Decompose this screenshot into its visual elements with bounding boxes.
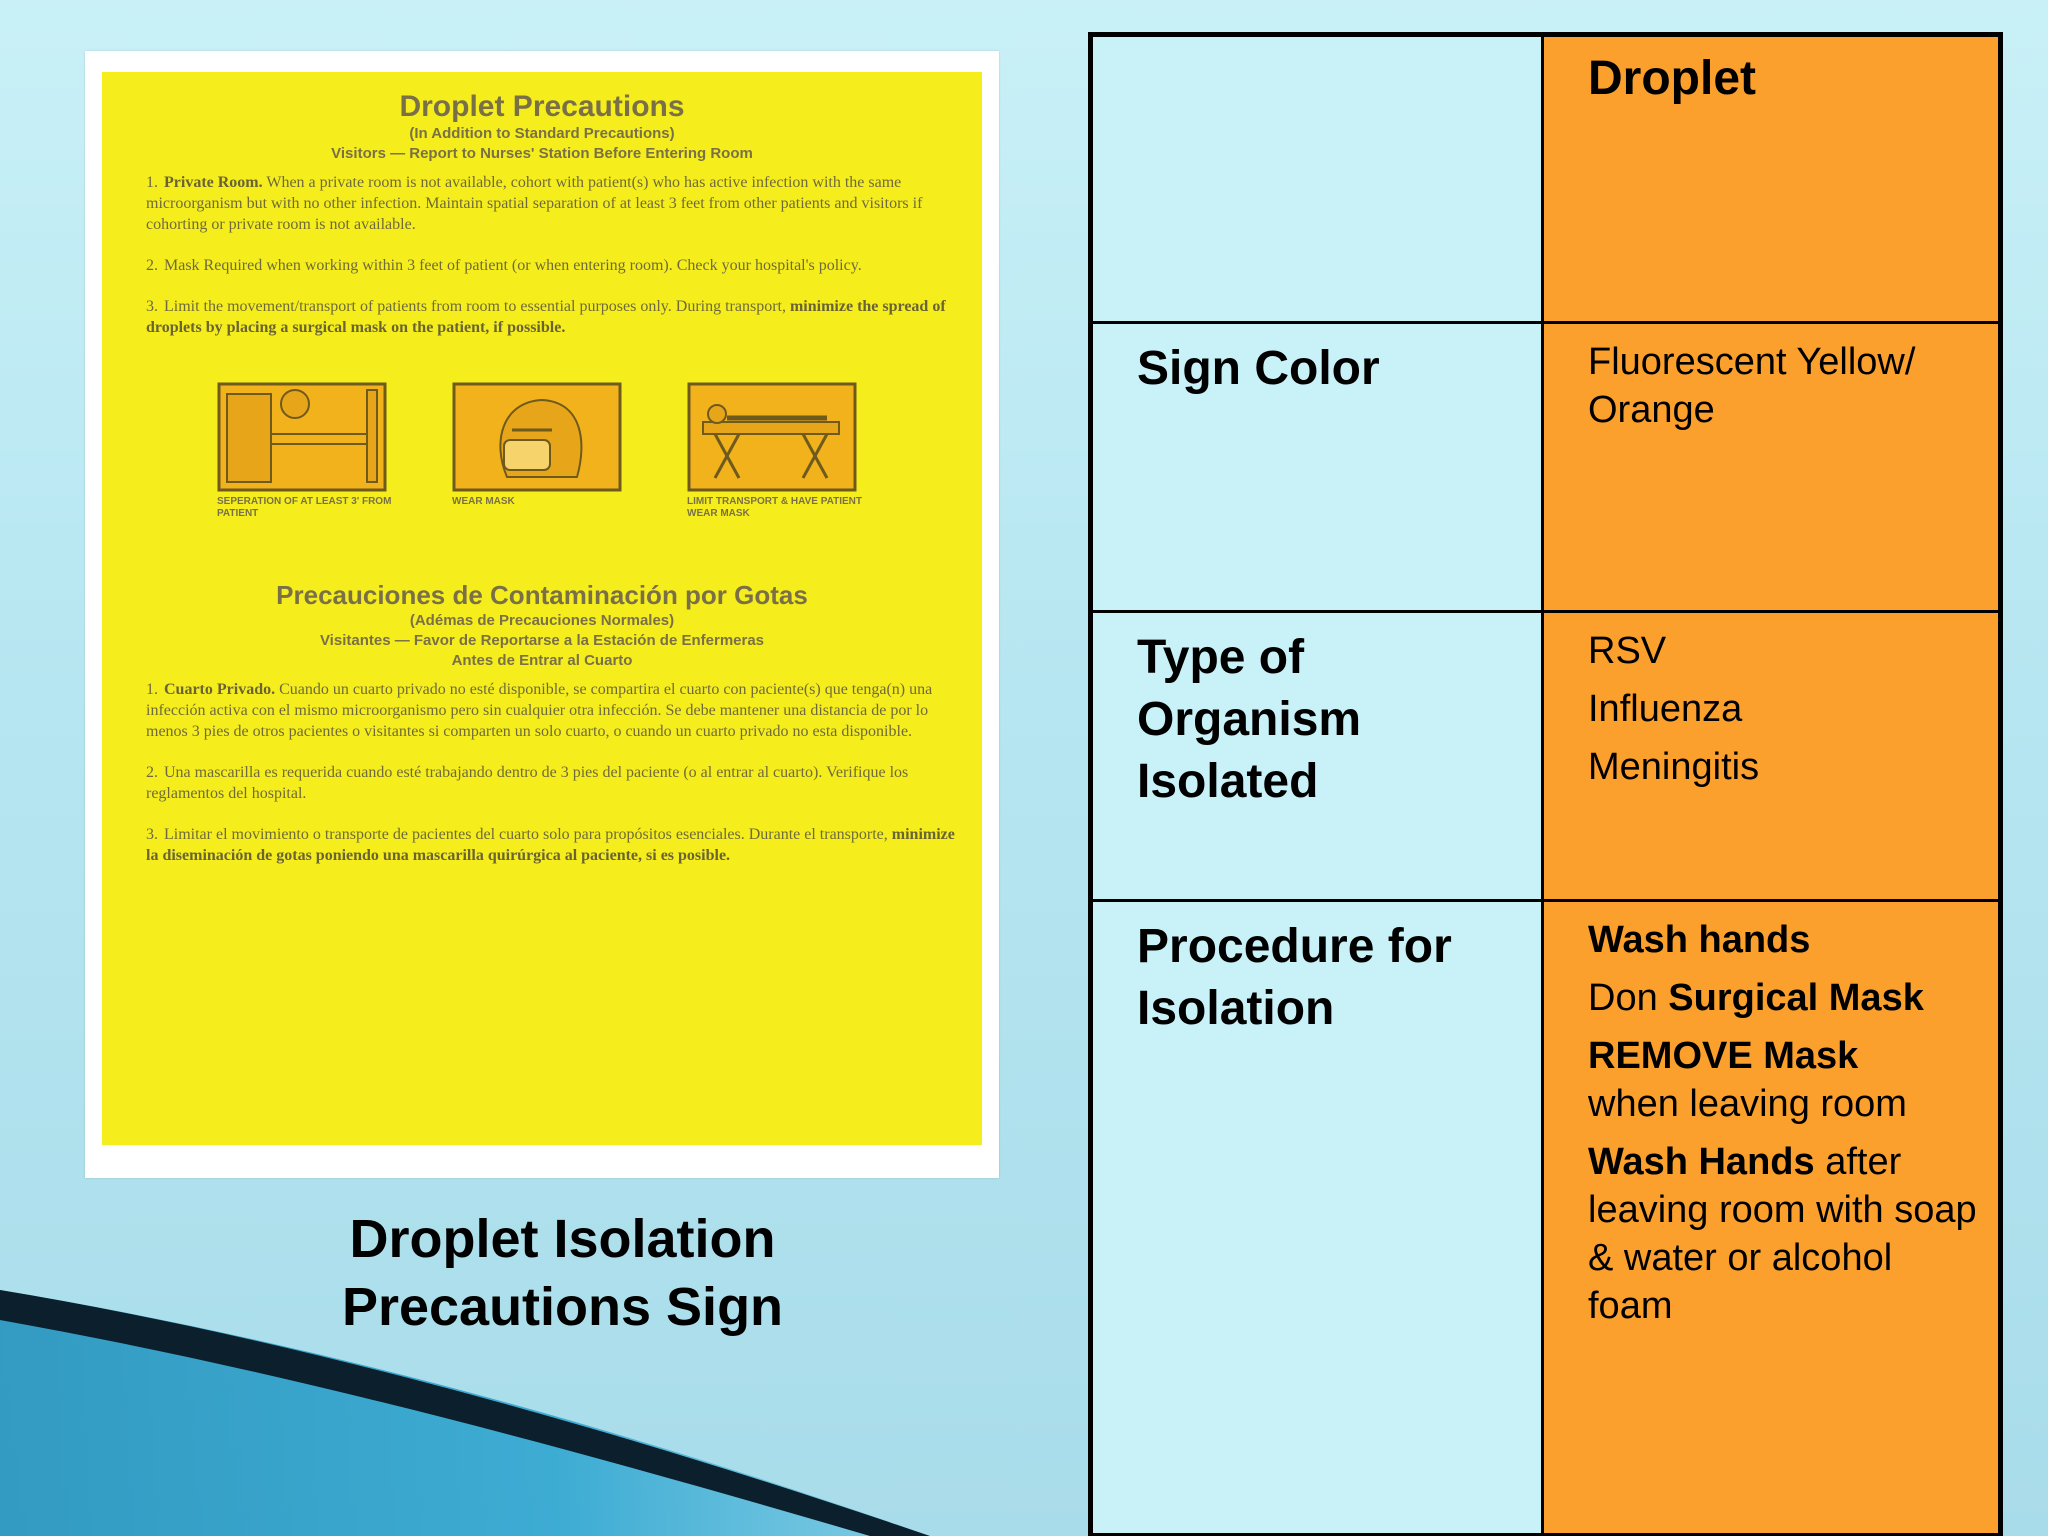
sign-instructions-list-spanish: 1. Cuarto Privado. Cuando un cuarto priva… (102, 679, 982, 866)
sign-subtitle: (In Addition to Standard Precautions) (409, 125, 675, 142)
procedure-step-remove-mask: REMOVE Mask (1588, 1035, 1859, 1077)
patient-stretcher-icon (687, 382, 857, 492)
sign-caption-line1: Droplet Isolation (349, 1209, 776, 1269)
organism-item: RSV (1588, 630, 1667, 672)
sign-instruction-item: 1. Private Room. When a private room is n… (146, 172, 956, 235)
organism-list: RSV Influenza Meningitis (1544, 613, 1998, 791)
column-header-droplet: Droplet (1588, 52, 1756, 105)
sign-instruction-lead: Cuarto Privado. (164, 681, 276, 698)
sign-title-spanish: Precauciones de Contaminación por Gotas (276, 580, 808, 610)
sign-instruction-text: Cuando un cuarto privado no esté disponi… (146, 681, 933, 740)
droplet-precautions-sign: Droplet Precautions (In Addition to Stan… (102, 72, 982, 1145)
sign-pictograms: SEPERATION OF AT LEAST 3' FROM PATIENT W… (217, 382, 867, 520)
sign-title: Droplet Precautions (399, 90, 685, 123)
sign-visitors-note: Visitors — Report to Nurses' Station Bef… (331, 145, 753, 162)
sign-visitors-note-spanish: Visitantes — Favor de Reportarse a la Es… (319, 632, 765, 669)
sign-instruction-text: Limitar el movimiento o transporte de pa… (164, 826, 892, 843)
row-label: Procedure for Isolation (1137, 920, 1452, 1035)
row-label: Type of Organism Isolated (1137, 631, 1362, 808)
sign-instruction-number: 2. (146, 257, 158, 274)
pictogram-transport: LIMIT TRANSPORT & HAVE PATIENT WEAR MASK (687, 382, 867, 520)
table-header-cell: Droplet (1541, 33, 2002, 324)
isolation-comparison-table: Droplet Sign Color Fluorescent Yellow/ O… (1088, 32, 2003, 1536)
procedure-text: Don (1588, 977, 1669, 1019)
table-row-sign-color: Sign Color Fluorescent Yellow/ Orange (1089, 321, 2002, 613)
procedure-step-wash-hands: Wash hands (1588, 919, 1811, 961)
row-label: Sign Color (1137, 342, 1380, 395)
sign-instruction-text: Mask Required when working within 3 feet… (164, 257, 862, 274)
sign-instruction-emphasis: minimize la diseminación de gotas ponien… (146, 826, 955, 864)
procedure-step-wash-after: Wash Hands after leaving room with soap … (1588, 1138, 1978, 1330)
procedure-text-bold: Wash Hands (1588, 1141, 1815, 1183)
sign-instructions-list: 1. Private Room. When a private room is n… (102, 172, 982, 338)
sign-caption: Droplet Isolation Precautions Sign (250, 1205, 875, 1341)
sign-instruction-item: 2.Una mascarilla es requerida cuando est… (146, 762, 956, 804)
table-header-row: Droplet (1089, 33, 2002, 324)
pictogram-mask: WEAR MASK (452, 382, 632, 520)
organism-item: Meningitis (1588, 746, 1760, 788)
row-label-cell: Procedure for Isolation (1089, 899, 1544, 1536)
row-value-cell: Fluorescent Yellow/ Orange (1541, 321, 2002, 613)
procedure-text-bold: Surgical Mask (1668, 977, 1924, 1019)
sign-caption-line2: Precautions Sign (341, 1277, 784, 1337)
sign-subtitle-spanish: (Adémas de Precauciones Normales) (409, 612, 675, 629)
organism-item: Influenza (1588, 688, 1743, 730)
procedure-text: after leaving room with soap & water or … (1588, 1141, 1977, 1327)
sign-instruction-item: 3. Limitar el movimiento o transporte de … (146, 824, 956, 866)
sign-instruction-text: When a private room is not available, co… (146, 174, 923, 233)
table-row-organism: Type of Organism Isolated RSV Influenza … (1089, 610, 2002, 902)
row-value-cell: RSV Influenza Meningitis (1541, 610, 2002, 902)
sign-instruction-number: 1. (146, 681, 158, 698)
sign-instruction-text: Limit the movement/transport of patients… (164, 298, 790, 315)
sign-color-value: Fluorescent Yellow/ Orange (1588, 341, 1916, 431)
pictogram-caption: LIMIT TRANSPORT & HAVE PATIENT WEAR MASK (687, 496, 862, 519)
pictogram-separation: SEPERATION OF AT LEAST 3' FROM PATIENT (217, 382, 397, 520)
sign-instruction-item: 1. Cuarto Privado. Cuando un cuarto priva… (146, 679, 956, 742)
table-row-procedure: Procedure for Isolation Wash hands Don S… (1089, 899, 2002, 1536)
row-value-cell: Wash hands Don Surgical Mask REMOVE Mask… (1541, 899, 2002, 1536)
room-separation-icon (217, 382, 387, 492)
sign-instruction-number: 3. (146, 826, 158, 843)
pictogram-caption: WEAR MASK (452, 496, 515, 507)
row-label-cell: Type of Organism Isolated (1089, 610, 1544, 902)
row-label-cell: Sign Color (1089, 321, 1544, 613)
sign-instruction-number: 3. (146, 298, 158, 315)
pictogram-caption: SEPERATION OF AT LEAST 3' FROM PATIENT (217, 496, 392, 519)
procedure-steps: Wash hands Don Surgical Mask REMOVE Mask… (1544, 902, 1998, 1330)
masked-person-icon (452, 382, 622, 492)
sign-instruction-text: Una mascarilla es requerida cuando esté … (146, 764, 909, 802)
procedure-step-remove-mask-detail: when leaving room (1588, 1083, 1907, 1125)
sign-instruction-item: 3. Limit the movement/transport of patien… (146, 296, 956, 338)
sign-instruction-number: 2. (146, 764, 158, 781)
sign-instruction-emphasis: minimize the spread of droplets by placi… (146, 298, 946, 336)
sign-instruction-item: 2. Mask Required when working within 3 fe… (146, 255, 956, 276)
sign-instruction-number: 1. (146, 174, 158, 191)
table-corner-cell (1089, 33, 1544, 324)
sign-instruction-lead: Private Room. (164, 174, 263, 191)
sign-photo-frame: Droplet Precautions (In Addition to Stan… (85, 51, 999, 1178)
procedure-step-don-mask: Don Surgical Mask (1588, 974, 1978, 1022)
